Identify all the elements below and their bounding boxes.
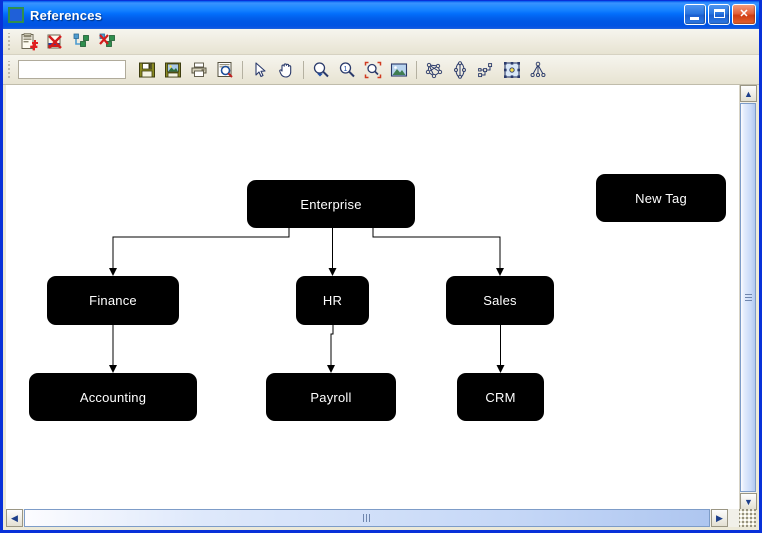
- horizontal-scrollbar[interactable]: ◀ ▶: [6, 509, 745, 527]
- scroll-up-button[interactable]: ▲: [740, 85, 757, 102]
- vertical-scrollbar[interactable]: ▲ ▼: [739, 85, 757, 510]
- new-reference-icon[interactable]: [17, 30, 41, 54]
- node-label: New Tag: [635, 190, 687, 206]
- layout-hierarchic-icon[interactable]: [526, 58, 550, 82]
- graph-node-new-tag[interactable]: New Tag: [596, 174, 726, 222]
- toolbar-separator-2: [303, 60, 304, 79]
- graph-node-finance[interactable]: Finance: [47, 276, 179, 325]
- toolbar-grip-main[interactable]: [6, 60, 13, 79]
- chevron-down-icon: ▼: [744, 496, 753, 507]
- graph-node-hr[interactable]: HR: [296, 276, 369, 325]
- horizontal-scroll-thumb[interactable]: [24, 509, 710, 527]
- minimize-icon: [690, 17, 699, 20]
- pan-hand-icon[interactable]: [274, 58, 298, 82]
- zoom-out-icon[interactable]: [309, 58, 333, 82]
- node-label: Enterprise: [300, 196, 362, 212]
- chevron-left-icon: ◀: [11, 512, 18, 523]
- graph-toolbar: 1: [3, 55, 759, 85]
- layout-organic-icon[interactable]: [422, 58, 446, 82]
- scroll-thumb-grip: [744, 294, 752, 301]
- maximize-button[interactable]: [708, 4, 730, 25]
- scroll-left-button[interactable]: ◀: [6, 509, 23, 527]
- save-image-icon[interactable]: [161, 58, 185, 82]
- add-node-icon[interactable]: [69, 30, 93, 54]
- node-label: Sales: [483, 293, 517, 308]
- scroll-right-button[interactable]: ▶: [711, 509, 728, 527]
- node-label: CRM: [485, 389, 516, 405]
- remove-node-icon[interactable]: [95, 30, 119, 54]
- node-label: Payroll: [310, 389, 352, 405]
- close-button[interactable]: ✕: [732, 4, 756, 25]
- graph-canvas[interactable]: Enterprise Finance HR Sales Accounting P…: [6, 85, 745, 510]
- node-label: Finance: [89, 293, 137, 308]
- fit-image-icon[interactable]: [387, 58, 411, 82]
- zoom-in-icon[interactable]: 1: [335, 58, 359, 82]
- layout-orthogonal-icon[interactable]: [474, 58, 498, 82]
- scroll-down-button[interactable]: ▼: [740, 493, 757, 510]
- print-icon[interactable]: [187, 58, 211, 82]
- reference-toolbar: [3, 29, 759, 55]
- layout-circular-icon[interactable]: [448, 58, 472, 82]
- graph-node-crm[interactable]: CRM: [457, 373, 544, 421]
- graph-node-enterprise[interactable]: Enterprise: [247, 180, 415, 228]
- minimize-button[interactable]: [684, 4, 706, 25]
- svg-text:1: 1: [344, 66, 348, 73]
- window-controls: ✕: [684, 4, 756, 25]
- toolbar-separator-3: [416, 60, 417, 79]
- graph-node-accounting[interactable]: Accounting: [29, 373, 197, 421]
- print-preview-icon[interactable]: [213, 58, 237, 82]
- close-icon: ✕: [739, 8, 749, 20]
- layout-grid-icon[interactable]: [500, 58, 524, 82]
- toolbar-separator-1: [242, 60, 243, 79]
- toolbar-grip[interactable]: [6, 32, 13, 51]
- chevron-up-icon: ▲: [744, 88, 753, 99]
- save-icon[interactable]: [135, 58, 159, 82]
- window-title: References: [30, 7, 103, 23]
- title-bar[interactable]: References ✕: [3, 1, 759, 29]
- node-label: HR: [322, 293, 343, 308]
- window-icon: [8, 7, 24, 23]
- maximize-icon: [714, 9, 725, 18]
- delete-reference-icon[interactable]: [43, 30, 67, 54]
- graph-node-sales[interactable]: Sales: [446, 276, 554, 325]
- select-pointer-icon[interactable]: [248, 58, 272, 82]
- graph-node-payroll[interactable]: Payroll: [266, 373, 396, 421]
- vertical-scroll-thumb[interactable]: [740, 103, 756, 492]
- zoom-region-icon[interactable]: [361, 58, 385, 82]
- toolbar-text-field[interactable]: [18, 60, 126, 79]
- window-resize-grip[interactable]: [739, 509, 756, 527]
- scroll-thumb-grip-h: [363, 514, 371, 522]
- node-label: Accounting: [79, 389, 147, 405]
- chevron-right-icon: ▶: [716, 512, 723, 523]
